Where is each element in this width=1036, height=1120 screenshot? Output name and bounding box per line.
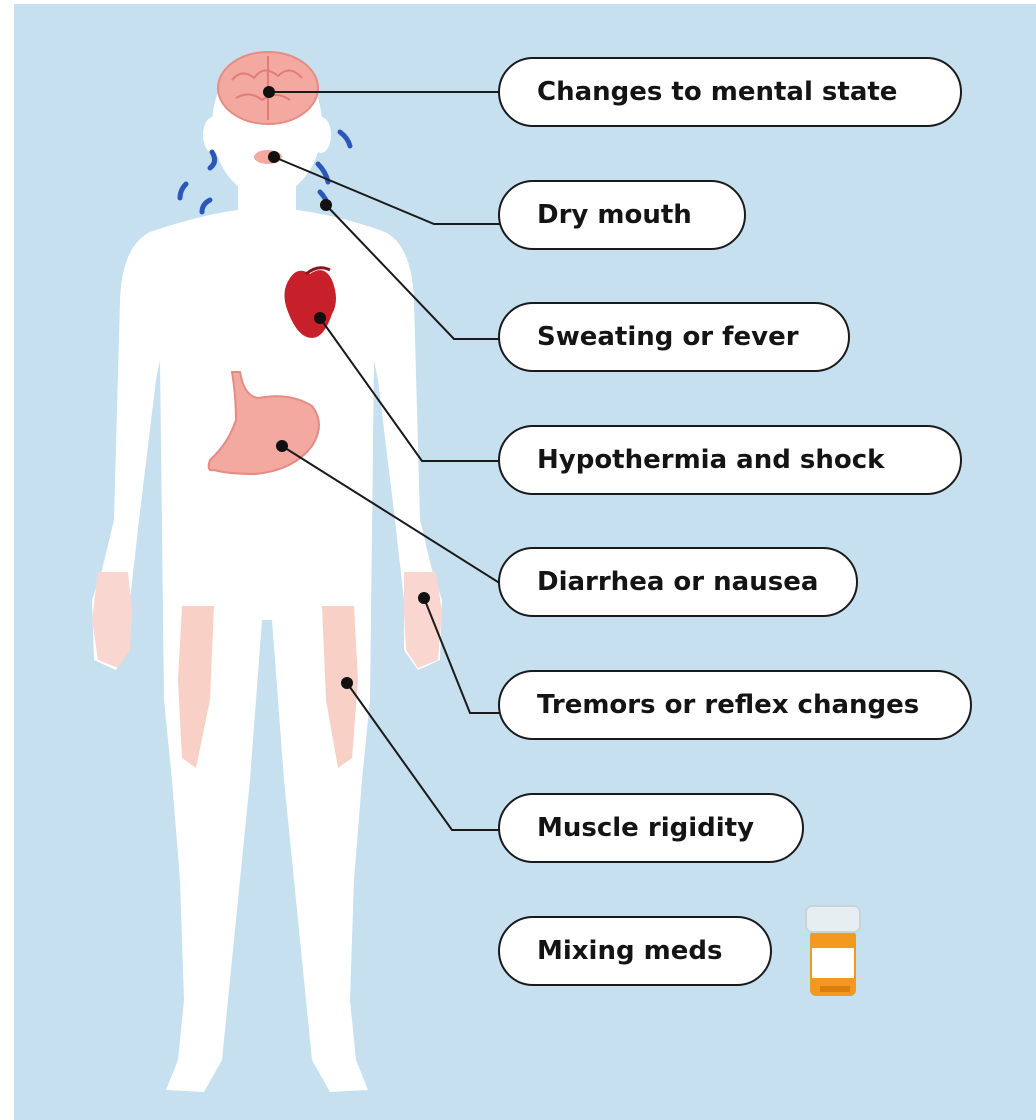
label-mental-state: Changes to mental state: [498, 57, 962, 127]
label-muscle-rigidity: Muscle rigidity: [498, 793, 804, 863]
label-tremors-reflex: Tremors or reflex changes: [498, 670, 972, 740]
label-hypothermia-shock: Hypothermia and shock: [498, 425, 962, 495]
label-mixing-meds: Mixing meds: [498, 916, 772, 986]
pill-bottle-icon: [806, 906, 860, 996]
label-diarrhea-nausea: Diarrhea or nausea: [498, 547, 858, 617]
label-sweating-fever: Sweating or fever: [498, 302, 850, 372]
body-silhouette: [92, 53, 442, 1092]
label-dry-mouth: Dry mouth: [498, 180, 746, 250]
